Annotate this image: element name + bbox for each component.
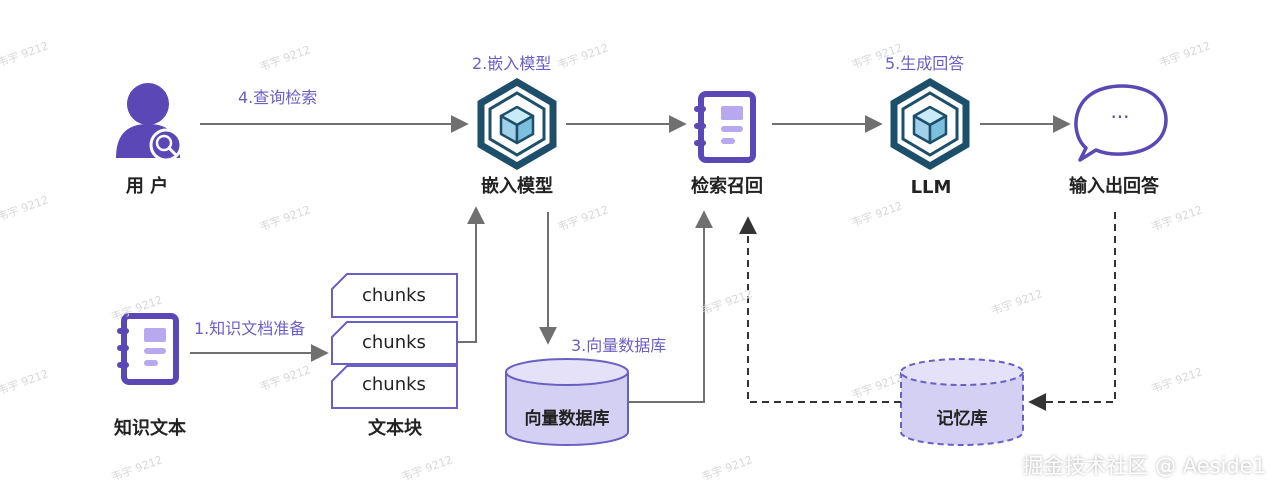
knowledge-document-icon xyxy=(117,316,176,382)
embed-model-label: 嵌入模型 xyxy=(481,176,553,197)
llm-icon xyxy=(894,82,966,166)
output-answer-label: 输入出回答 xyxy=(1069,176,1159,197)
embedding-model-icon xyxy=(481,82,553,166)
step-label-1: 1.知识文档准备 xyxy=(194,319,306,338)
memory-database-icon xyxy=(900,358,1024,446)
chat-bubble-icon: ··· xyxy=(1074,84,1168,162)
knowledge-text-label: 知识文本 xyxy=(114,418,186,439)
retrieval-document-icon xyxy=(694,94,753,160)
flow-arrows xyxy=(190,115,1071,403)
chunk-text-1: chunks xyxy=(362,285,426,306)
chunk-text-2: chunks xyxy=(362,332,426,353)
memory-db-label: 记忆库 xyxy=(936,409,988,429)
text-chunks-label: 文本块 xyxy=(368,418,422,439)
step-label-3: 3.向量数据库 xyxy=(571,336,667,355)
llm-label: LLM xyxy=(910,177,952,198)
retrieval-label: 检索召回 xyxy=(691,176,763,197)
step-label-5: 5.生成回答 xyxy=(885,54,965,73)
user-search-icon xyxy=(116,83,183,162)
step-label-2: 2.嵌入模型 xyxy=(472,54,552,73)
credit-watermark: 掘金技术社区 @ Aeside1 xyxy=(1022,454,1266,478)
chunk-text-3: chunks xyxy=(362,374,426,395)
step-label-4: 4.查询检索 xyxy=(238,88,318,107)
user-label: 用 户 xyxy=(125,176,169,197)
vector-db-label: 向量数据库 xyxy=(524,409,610,429)
chat-bubble-dots: ··· xyxy=(1110,105,1129,129)
chunk-shapes xyxy=(331,273,458,409)
vector-database-icon xyxy=(505,358,629,446)
memory-arrows xyxy=(739,212,1116,411)
